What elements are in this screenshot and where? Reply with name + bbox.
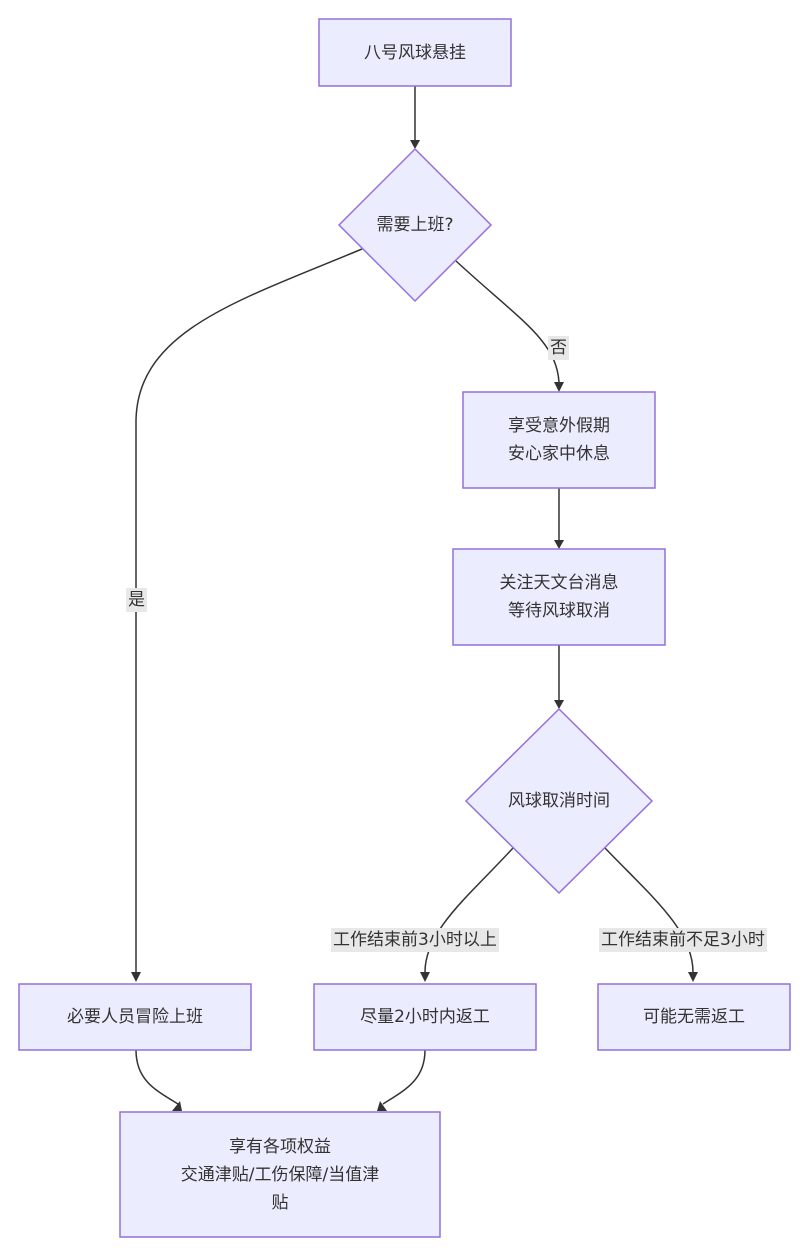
node-start-text: 八号风球悬挂 — [364, 42, 466, 63]
arrowhead — [554, 540, 564, 549]
node-holiday-line-2: 安心家中休息 — [508, 444, 610, 464]
edge-risk-to-benefits — [135, 1049, 179, 1105]
arrowhead — [554, 700, 564, 709]
node-need-work: 需要上班? — [339, 205, 491, 245]
node-need-work-text: 需要上班? — [376, 215, 454, 235]
node-holiday: 享受意外假期 安心家中休息 — [463, 392, 655, 488]
edge-decision-yes — [135, 248, 363, 972]
node-benefits-line-2: 交通津贴/工伤保障/当值津 — [180, 1164, 380, 1185]
node-no-return-text: 可能无需返工 — [643, 1007, 745, 1027]
node-risk-work: 必要人员冒险上班 — [19, 984, 251, 1050]
node-start: 八号风球悬挂 — [319, 19, 511, 86]
node-no-return-box — [597, 983, 791, 1051]
edge-label-less-3h: 工作结束前不足3小时 — [599, 928, 767, 952]
node-watch-box — [452, 548, 666, 646]
edge-return-to-benefits — [382, 1049, 426, 1105]
edge-label-yes: 是 — [126, 588, 147, 612]
node-benefits-line-1: 享有各项权益 — [229, 1136, 331, 1157]
node-risk-work-box — [18, 983, 252, 1051]
node-return-2h-text: 尽量2小时内返工 — [360, 1007, 490, 1027]
node-risk-work-text: 必要人员冒险上班 — [67, 1007, 203, 1027]
arrowhead — [420, 972, 430, 982]
edge-decision-no — [455, 260, 560, 383]
edge-label-no: 否 — [548, 336, 569, 360]
edge-cancel-less-3h — [604, 847, 694, 973]
node-benefits-line-3: 贴 — [271, 1192, 289, 1213]
arrowhead — [377, 1101, 387, 1111]
node-start-box — [318, 18, 512, 87]
node-cancel-time-diamond — [464, 707, 654, 895]
node-holiday-box — [462, 391, 656, 489]
arrowhead — [131, 972, 141, 982]
arrowhead — [410, 140, 420, 149]
edge-label-more-3h: 工作结束前3小时以上 — [331, 928, 499, 952]
node-need-work-diamond — [337, 147, 493, 303]
node-no-return: 可能无需返工 — [598, 984, 790, 1050]
node-return-2h-box — [313, 983, 537, 1051]
node-benefits: 享有各项权益 交通津贴/工伤保障/当值津 贴 — [120, 1112, 440, 1237]
arrowhead — [688, 972, 698, 982]
node-holiday-line-1: 享受意外假期 — [508, 416, 610, 436]
node-benefits-box — [119, 1111, 441, 1238]
node-watch: 关注天文台消息 等待风球取消 — [453, 549, 665, 645]
node-watch-line-2: 等待风球取消 — [508, 601, 610, 621]
arrowhead — [172, 1101, 182, 1111]
edge-cancel-more-3h — [424, 847, 514, 973]
node-cancel-time: 风球取消时间 — [466, 781, 652, 821]
node-cancel-time-text: 风球取消时间 — [508, 791, 610, 811]
node-watch-line-1: 关注天文台消息 — [499, 573, 619, 593]
arrowhead — [554, 382, 564, 392]
node-return-2h: 尽量2小时内返工 — [314, 984, 536, 1050]
